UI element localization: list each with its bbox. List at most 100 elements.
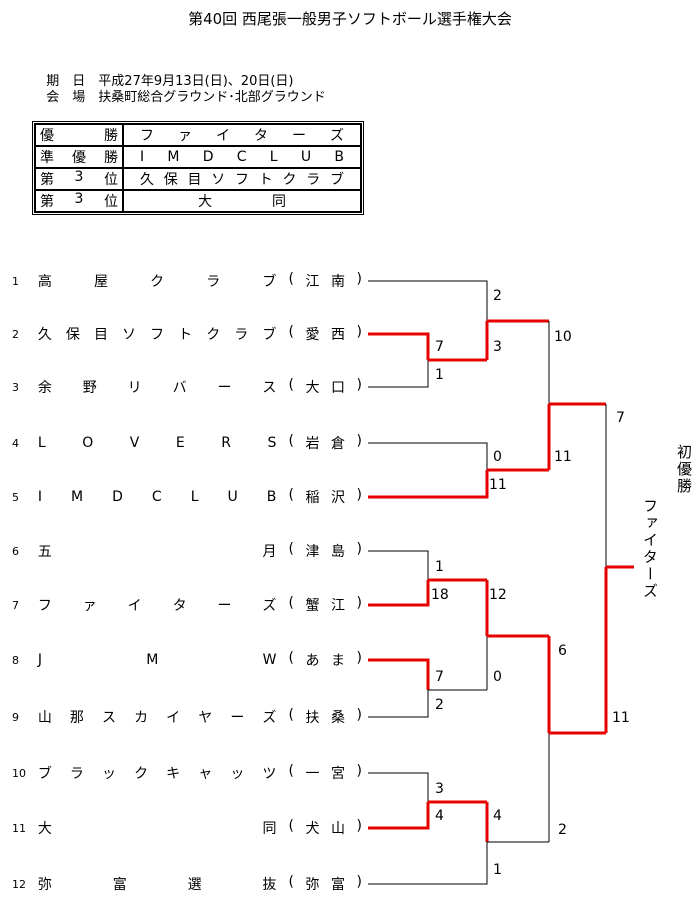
team-region-char: 倉 [330, 436, 345, 452]
match-score: 6 [558, 643, 567, 659]
team-name-char: キ [166, 766, 181, 782]
venue-label: 会 場 [46, 90, 86, 105]
team-region-char: ) [356, 377, 362, 393]
team-name: 山那スカイヤーズ [38, 707, 277, 727]
team-name-char: フ [150, 327, 165, 343]
champion-name: ファイターズ [641, 498, 659, 600]
team-name-char: ッ [230, 766, 245, 782]
team-region: (稲沢) [276, 487, 362, 507]
match-score: 12 [489, 587, 507, 603]
team-name-char: I [37, 489, 42, 505]
rank-char: 勝 [104, 150, 118, 166]
team-region-char: ( [288, 650, 294, 666]
team-region-char: ( [288, 541, 294, 557]
team-name-char: 久 [37, 327, 52, 343]
team-name-char: ク [150, 274, 165, 290]
team-name-char: M [71, 489, 84, 505]
team-name-char: 抜 [262, 877, 277, 893]
team-region-char: ) [356, 874, 362, 890]
team-region-char: ( [288, 271, 294, 287]
team-region-char: 大 [305, 380, 320, 396]
team-region-char: あ [305, 653, 320, 669]
team-region-char: ) [356, 763, 362, 779]
team-region-char: 桑 [330, 710, 345, 726]
bracket-line [368, 360, 429, 388]
team-name-char: 選 [187, 877, 202, 893]
team-region-char: 島 [330, 544, 345, 560]
date-label: 期 日 [46, 74, 86, 89]
page-title: 第40回 西尾張一般男子ソフトボール選手権大会 [188, 10, 512, 28]
team-name-char: I [140, 149, 145, 165]
bracket-line [368, 772, 429, 802]
team-name: 余野リバース [38, 377, 277, 397]
team-region-char: ま [330, 653, 345, 669]
team-region: (岩倉) [276, 433, 362, 453]
team-name-char: B [266, 489, 277, 505]
match-score: 1 [493, 862, 502, 878]
bracket-line [368, 842, 488, 885]
team-seed: 6 [12, 544, 19, 558]
first-win-label: 初優勝 [675, 444, 693, 495]
team-name-char: フ [140, 128, 154, 144]
team-name-char: U [300, 149, 312, 165]
team-name-char: 目 [93, 327, 108, 343]
team-region-char: ( [288, 707, 294, 723]
match-score: 10 [554, 329, 572, 345]
team-name-char: 屋 [93, 274, 108, 290]
date-row: 期 日 平成27年9月13日(日)、20日(日) [38, 55, 293, 89]
team-region: (津島) [276, 541, 362, 561]
rank-cell: 準優勝 [35, 146, 123, 168]
team-name-char: ラ [306, 172, 321, 188]
team-region-char: 沢 [330, 490, 345, 506]
team-seed: 7 [12, 598, 19, 612]
bracket-line [368, 550, 429, 580]
team-name-char: フ [37, 598, 52, 614]
team-name-char: 大 [37, 821, 52, 837]
team-region-char: ) [356, 487, 362, 503]
bracket-line [368, 332, 430, 360]
match-score: 7 [435, 669, 444, 685]
match-score: 1 [435, 367, 444, 383]
team-name-char: イ [216, 128, 230, 144]
team-name-char: ー [217, 380, 232, 396]
team-region-char: ) [356, 707, 362, 723]
team-region-char: 富 [330, 877, 345, 893]
team-region-char: ) [356, 818, 362, 834]
team-name-char: ァ [178, 128, 192, 144]
team-region-char: 扶 [305, 710, 320, 726]
team-region-char: 山 [330, 821, 345, 837]
rank-char: 勝 [104, 128, 118, 144]
team-name-char: 那 [69, 710, 84, 726]
team-name-char: V [129, 435, 140, 451]
team-name-char: D [202, 149, 214, 165]
team-name-char: L [190, 489, 199, 505]
match-score: 1 [435, 559, 444, 575]
team-region-char: ) [356, 324, 362, 340]
team-name-char: 弥 [37, 877, 52, 893]
rank-char: 第 [40, 172, 54, 188]
date-value: 平成27年9月13日(日)、20日(日) [98, 74, 294, 89]
team-name-char: ト [258, 172, 273, 188]
team-name-char: O [82, 435, 94, 451]
match-score: 11 [612, 710, 630, 726]
team-name-char: 高 [37, 274, 52, 290]
team-name-char: ズ [262, 598, 277, 614]
match-score: 3 [435, 781, 444, 797]
team-name-char: ズ [330, 128, 344, 144]
rank-char: 優 [40, 128, 54, 144]
team-name-char: ッ [102, 766, 116, 782]
team-name-char: 久 [140, 172, 154, 188]
team-name-char: 保 [163, 172, 178, 188]
match-score: 7 [435, 339, 444, 355]
team-name-char: ー [292, 128, 306, 144]
venue-value: 扶桑町総合グラウンド･北部グラウンド [98, 90, 326, 105]
team-region-char: 愛 [305, 327, 320, 343]
team-name-char: 月 [262, 544, 277, 560]
